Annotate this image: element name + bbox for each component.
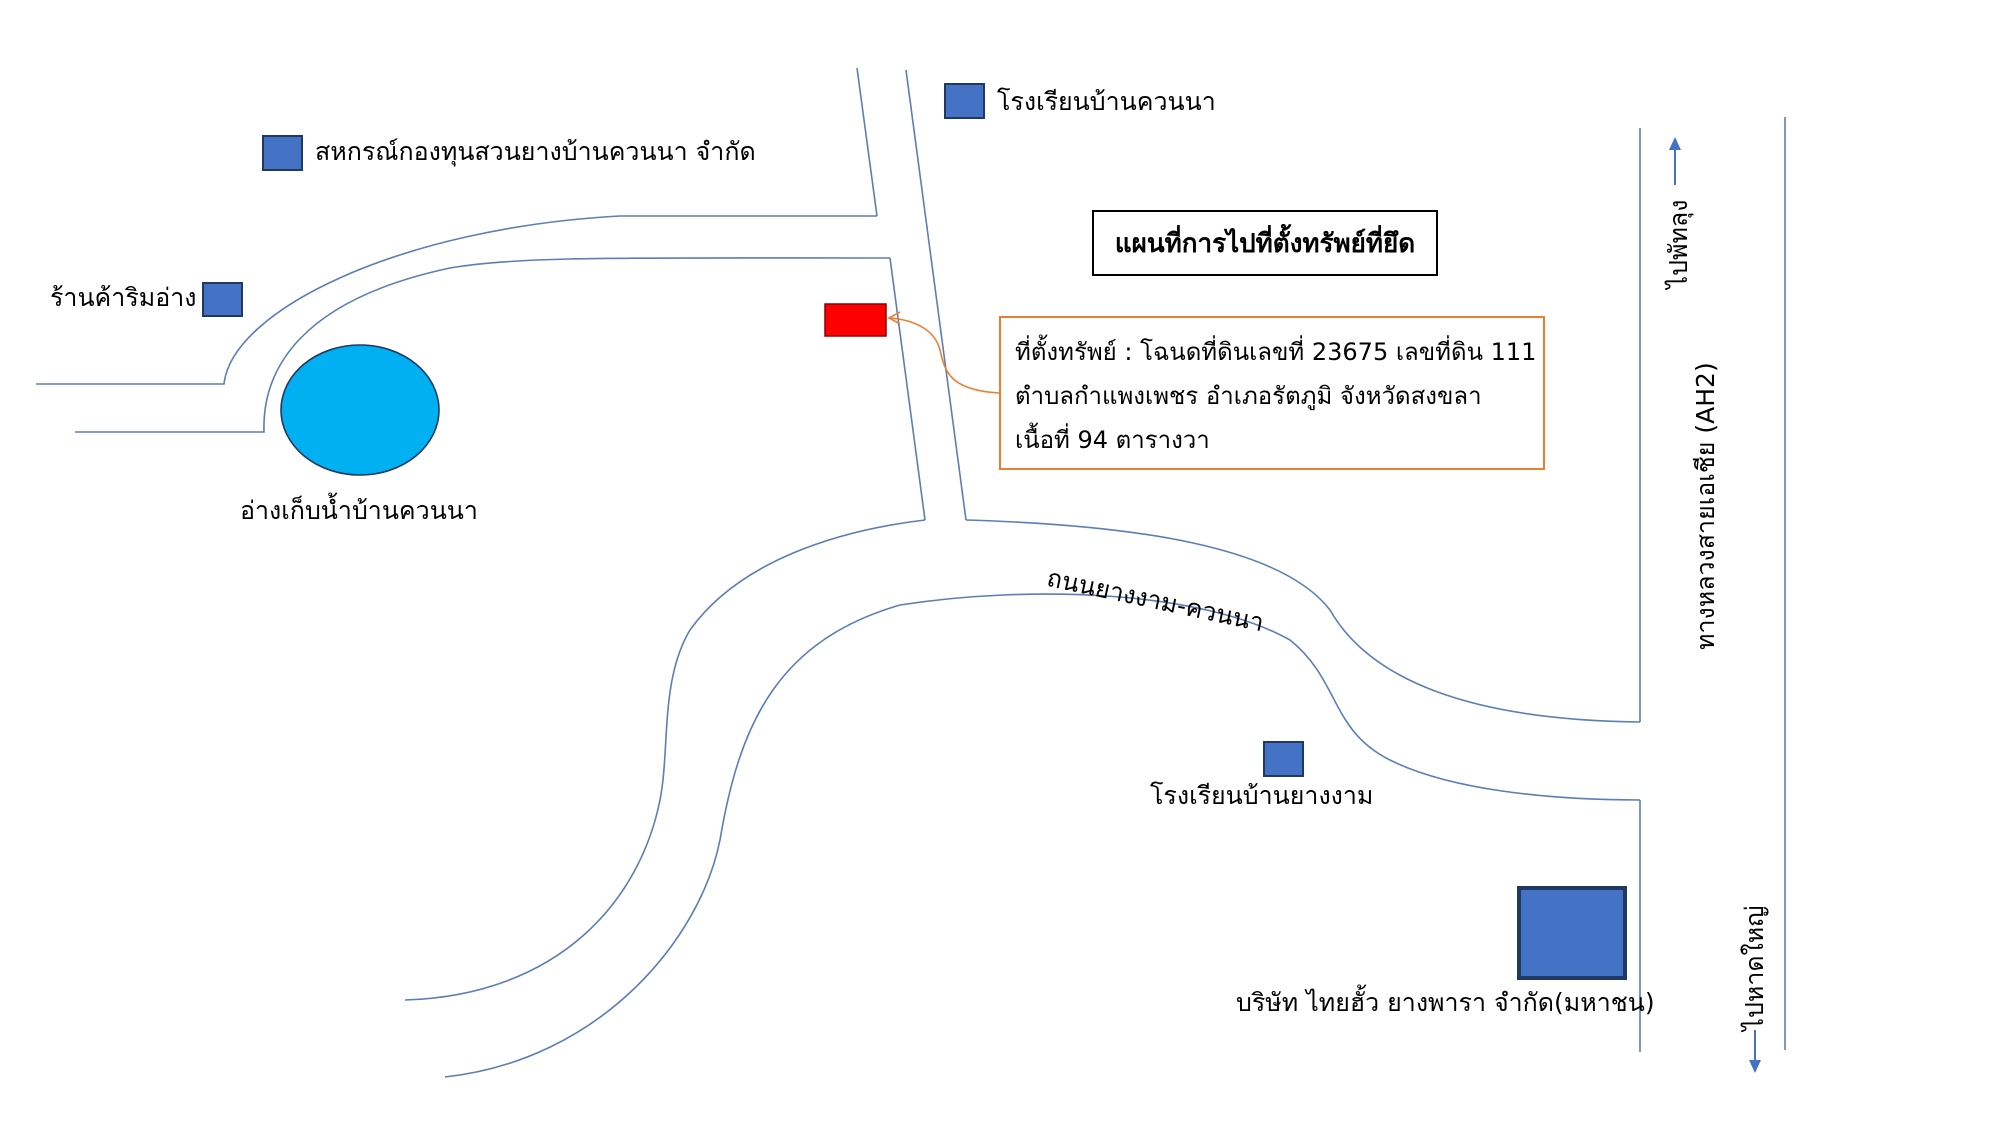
arrow-to-hat-yai xyxy=(1749,1030,1761,1073)
school-yang-ngam-marker xyxy=(1263,741,1304,777)
reservoir-label: อ่างเก็บน้ำบ้านควนนา xyxy=(240,496,478,525)
school-khuan-na-label: โรงเรียนบ้านควนนา xyxy=(997,87,1216,116)
company-marker xyxy=(1517,886,1627,980)
property-info-box: ที่ตั้งทรัพย์ : โฉนดที่ดินเลขที่ 23675 เ… xyxy=(999,316,1545,470)
road-yang-ngam-khuan-na xyxy=(404,519,1641,1078)
school-yang-ngam-label: โรงเรียนบ้านยางงาม xyxy=(1150,781,1374,810)
cooperative-label: สหกรณ์กองทุนสวนยางบ้านควนนา จำกัด xyxy=(315,137,756,166)
to-phatthalung-label: ไปพัทลุง xyxy=(1664,199,1693,289)
callout-leader xyxy=(887,311,1000,394)
to-hat-yai-label: ไปหาดใหญ่ xyxy=(1740,905,1769,1031)
arrow-to-phatthalung xyxy=(1669,137,1681,185)
company-label: บริษัท ไทยฮั้ว ยางพารา จำกัด(มหาชน) xyxy=(1236,988,1655,1017)
property-info-line2: ตำบลกำแพงเพชร อำเภอรัตภูมิ จังหวัดสงขลา xyxy=(1015,382,1482,410)
road-upper-left xyxy=(36,215,891,433)
map-title-box: แผนที่การไปที่ตั้งทรัพย์ที่ยึด xyxy=(1092,210,1438,276)
map-title: แผนที่การไปที่ตั้งทรัพย์ที่ยึด xyxy=(1114,228,1416,259)
school-khuan-na-marker xyxy=(944,83,985,119)
road-vertical xyxy=(856,67,967,521)
highway-label: ทางหลวงสายเอเชีย (AH2) xyxy=(1691,362,1720,650)
property-marker xyxy=(824,303,887,337)
road-highway-ah2 xyxy=(1639,117,1786,1052)
reservoir-shape xyxy=(280,344,440,476)
property-info-line3: เนื้อที่ 94 ตารางวา xyxy=(1015,426,1210,454)
property-info-line1: ที่ตั้งทรัพย์ : โฉนดที่ดินเลขที่ 23675 เ… xyxy=(1015,338,1537,366)
shop-label: ร้านค้าริมอ่าง xyxy=(50,283,197,312)
cooperative-marker xyxy=(262,135,303,171)
shop-marker xyxy=(202,282,243,317)
